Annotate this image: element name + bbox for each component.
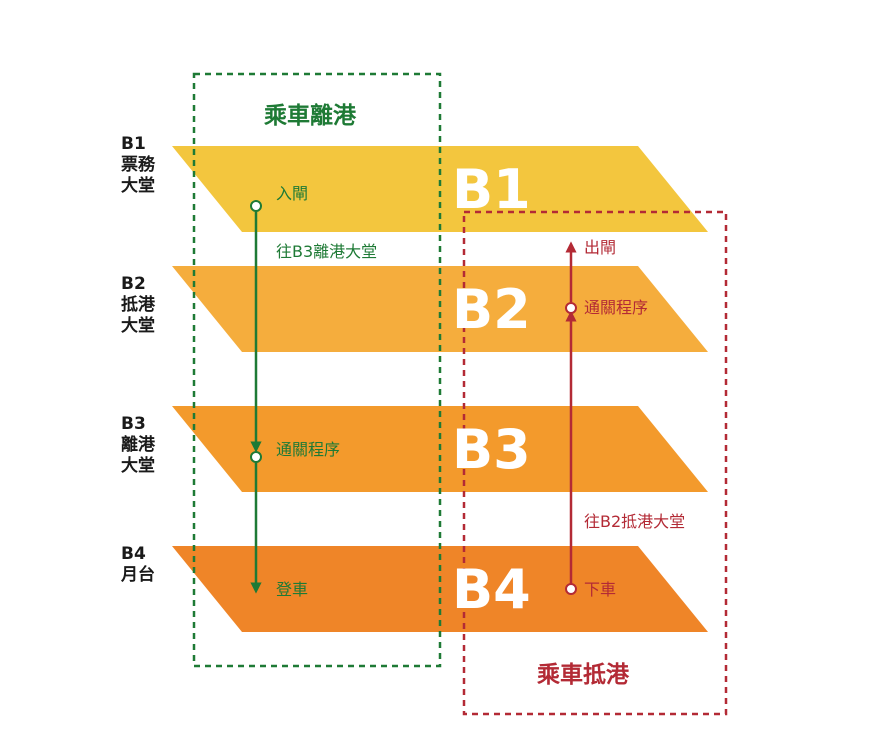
departure-title: 乘車離港: [264, 103, 356, 129]
arrival-step-to-arrival-hall: 往B2抵港大堂: [584, 512, 686, 531]
floor-name-b3: B3 離港 大堂: [121, 414, 155, 476]
departure-step-to-departure-hall: 往B3離港大堂: [276, 242, 378, 261]
arrival-node-clearance: [565, 302, 577, 314]
floor-slab-b2: [172, 266, 708, 352]
departure-step-board: 登車: [276, 580, 309, 599]
arrival-step-exit-gate: 出閘: [584, 238, 617, 257]
arrival-title: 乘車抵港: [537, 662, 629, 688]
departure-step-enter-gate: 入閘: [276, 184, 309, 203]
floor-name-b1: B1 票務 大堂: [121, 134, 155, 196]
floor-code-b1: B1: [452, 158, 531, 221]
arrival-box-outline: [462, 210, 728, 716]
floor-name-b4: B4 月台: [121, 544, 155, 585]
floor-slab-b1: [172, 146, 708, 232]
floor-code-b4: B4: [452, 558, 531, 621]
departure-step-clearance: 通關程序: [276, 440, 341, 459]
floor-code-b2: B2: [452, 278, 531, 341]
departure-node-enter-gate: [250, 200, 262, 212]
arrival-step-clearance: 通關程序: [584, 298, 649, 317]
departure-box-outline: [192, 72, 442, 668]
floor-name-b2: B2 抵港 大堂: [121, 274, 155, 336]
arrival-step-alight: 下車: [584, 580, 617, 599]
departure-node-clearance: [250, 451, 262, 463]
floor-code-b3: B3: [452, 418, 531, 481]
arrival-node-alight: [565, 583, 577, 595]
